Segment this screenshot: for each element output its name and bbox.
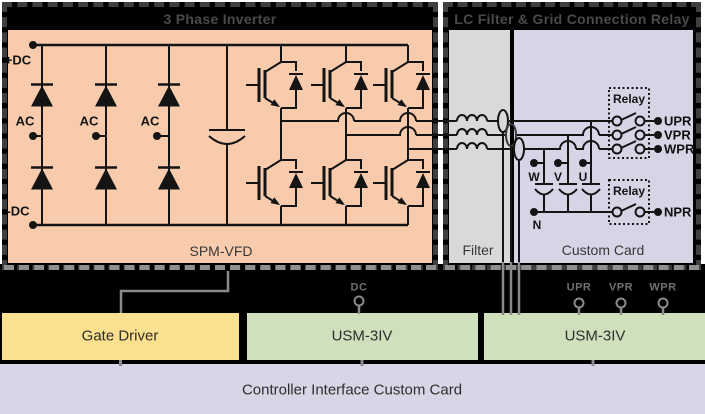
ac-label: AC [15, 113, 35, 129]
terminal-vpr: VPR [664, 127, 691, 143]
sense-upr-label: UPR [566, 281, 592, 294]
usm-left-box [247, 313, 478, 360]
inverter-section-title: 3 Phase Inverter [163, 11, 277, 27]
terminal-npr: NPR [664, 204, 692, 220]
plus-dc-label: +DC [4, 52, 32, 68]
phase-v-label: V [553, 170, 563, 184]
minus-dc-label: -DC [6, 203, 30, 219]
ac-label: AC [140, 113, 160, 129]
terminal-upr: UPR [664, 113, 692, 129]
usm-left-label: USM-3IV [331, 327, 393, 345]
phase-u-label: U [578, 170, 588, 184]
controller-bar-label: Controller Interface Custom Card [241, 381, 463, 399]
filter-box [449, 30, 510, 263]
filter-section-bottom-dashes [445, 265, 699, 270]
sense-vpr-label: VPR [608, 281, 634, 294]
controller-interface-bar [0, 364, 705, 414]
terminal-wpr: WPR [664, 141, 695, 157]
inverter-section-bottom-dashes [4, 265, 436, 270]
usm-right-box [484, 313, 705, 360]
relay-label-top: Relay [612, 92, 646, 106]
dc-input-label: DC [350, 281, 368, 294]
spm-vfd-label: SPM-VFD [189, 243, 253, 259]
gate-driver-box [2, 313, 239, 360]
inverter-module-box [8, 30, 432, 263]
gate-driver-label: Gate Driver [81, 327, 159, 345]
usm-right-label: USM-3IV [564, 327, 626, 345]
relay-label-bottom: Relay [612, 184, 646, 198]
custom-card-label: Custom Card [561, 242, 645, 258]
filter-label: Filter [462, 242, 494, 258]
ac-label: AC [79, 113, 99, 129]
phase-w-label: W [528, 170, 540, 184]
sense-wpr-label: WPR [649, 281, 677, 294]
neutral-label: N [532, 218, 542, 232]
filter-section-title: LC Filter & Grid Connection Relay [454, 11, 690, 27]
